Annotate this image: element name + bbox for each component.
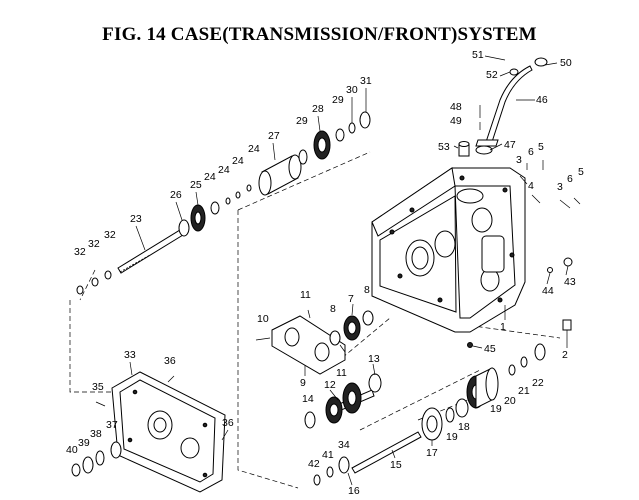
label-9: 9 [300, 377, 306, 389]
label-50: 50 [560, 57, 572, 69]
label-1: 1 [500, 321, 506, 333]
label-51: 51 [472, 49, 484, 61]
label-15: 15 [390, 459, 402, 471]
label-19b: 19 [490, 403, 502, 415]
transmission-case [371, 167, 526, 333]
label-21: 21 [518, 385, 530, 397]
label-11b: 11 [336, 367, 347, 379]
side-bolts [467, 160, 581, 348]
label-8b: 8 [364, 284, 370, 296]
label-32a: 32 [74, 246, 86, 258]
label-47: 47 [504, 139, 516, 151]
label-36a: 36 [164, 355, 176, 367]
label-24c: 24 [232, 155, 244, 167]
label-8a: 8 [330, 303, 336, 315]
label-38: 38 [90, 428, 102, 440]
label-28: 28 [312, 103, 324, 115]
front-cover-plate [111, 371, 226, 493]
label-44: 44 [542, 285, 554, 297]
figure-title: FIG. 14 CASE(TRANSMISSION/FRONT)SYSTEM [102, 24, 537, 45]
label-20: 20 [504, 395, 516, 407]
middle-shaft-assembly [304, 373, 382, 429]
label-35: 35 [92, 381, 104, 393]
label-45: 45 [484, 343, 496, 355]
label-29a: 29 [296, 115, 308, 127]
label-4: 4 [528, 180, 534, 192]
part-labels: 1 2 3 3 4 5 5 6 6 7 8 8 9 10 11 11 12 13… [66, 49, 584, 497]
center-housing [255, 309, 374, 375]
label-14: 14 [302, 393, 314, 405]
label-41: 41 [322, 449, 334, 461]
label-7: 7 [348, 293, 354, 305]
label-18: 18 [458, 421, 470, 433]
label-17: 17 [426, 447, 438, 459]
label-46: 46 [536, 94, 548, 106]
label-32b: 32 [88, 238, 100, 250]
label-6a: 6 [528, 146, 534, 158]
label-27: 27 [268, 130, 280, 142]
label-39: 39 [78, 437, 90, 449]
label-32c: 32 [104, 229, 116, 241]
label-5b: 5 [578, 166, 584, 178]
label-3b: 3 [557, 181, 563, 193]
upper-shaft-assembly [76, 111, 371, 295]
label-26: 26 [170, 189, 182, 201]
label-40: 40 [66, 444, 78, 456]
label-48: 48 [450, 101, 462, 113]
label-19a: 19 [446, 431, 458, 443]
label-42: 42 [308, 458, 320, 470]
label-43: 43 [564, 276, 576, 288]
label-23: 23 [130, 213, 142, 225]
label-16: 16 [348, 485, 360, 497]
oil-pipe-assembly [458, 57, 548, 157]
label-10: 10 [257, 313, 269, 325]
label-5a: 5 [538, 141, 544, 153]
cover-seals [71, 375, 229, 477]
label-24d: 24 [248, 143, 260, 155]
label-49: 49 [450, 115, 462, 127]
label-11a: 11 [300, 289, 311, 301]
label-34: 34 [338, 439, 350, 451]
label-30: 30 [346, 84, 358, 96]
leader-lines [129, 55, 569, 486]
label-6b: 6 [567, 173, 573, 185]
label-53: 53 [438, 141, 450, 153]
label-25: 25 [190, 179, 202, 191]
lower-shaft-assembly [313, 343, 546, 486]
label-3a: 3 [516, 154, 522, 166]
label-13: 13 [368, 353, 380, 365]
label-24b: 24 [218, 164, 230, 176]
label-2: 2 [562, 349, 568, 361]
label-33: 33 [124, 349, 136, 361]
label-37: 37 [106, 419, 118, 431]
label-24a: 24 [204, 171, 216, 183]
label-22: 22 [532, 377, 544, 389]
label-36b: 36 [222, 417, 234, 429]
label-12: 12 [324, 379, 336, 391]
label-52: 52 [486, 69, 498, 81]
label-31: 31 [360, 75, 372, 87]
label-29b: 29 [332, 94, 344, 106]
